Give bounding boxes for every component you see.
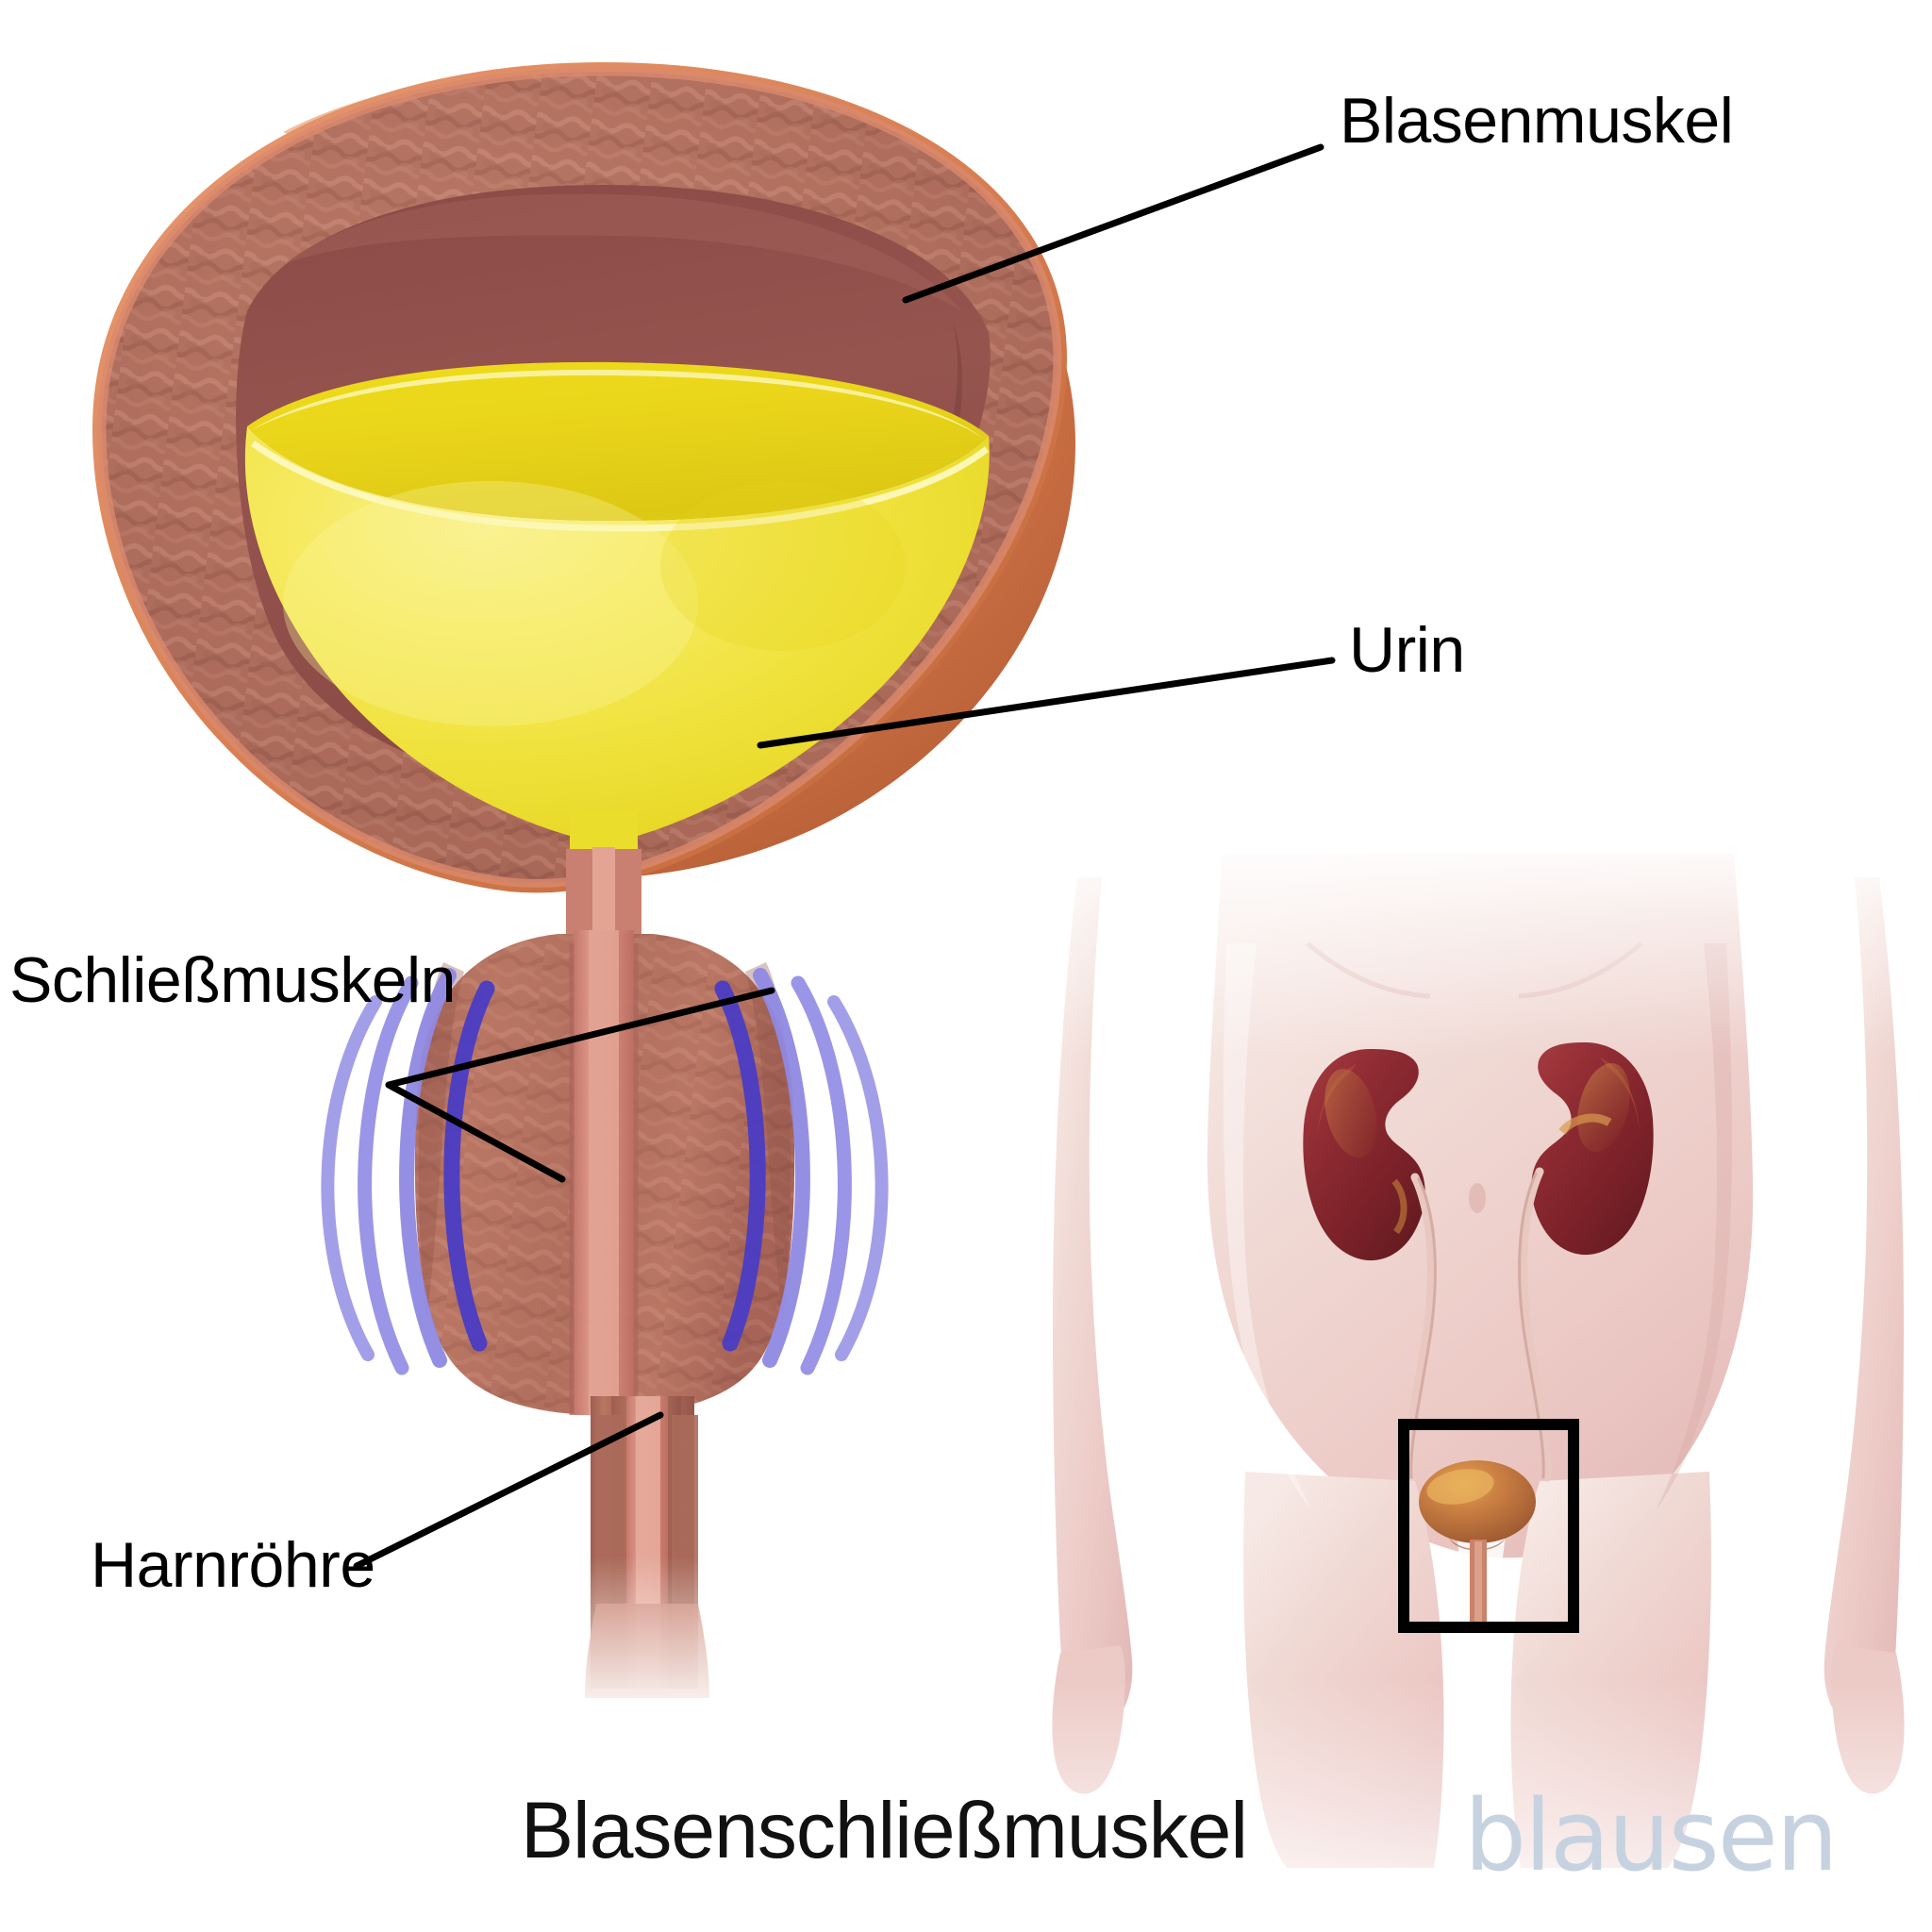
urine-fluid bbox=[244, 361, 990, 898]
callout-box bbox=[1398, 1419, 1579, 1633]
illustration-title: Blasenschließmuskel bbox=[521, 1786, 1248, 1874]
sphincter-contraction-arcs-right bbox=[714, 968, 889, 1375]
leader-harnroehre bbox=[353, 1411, 664, 1570]
right-kidney bbox=[1531, 1042, 1654, 1256]
left-kidney bbox=[1303, 1049, 1425, 1261]
body-overview-inset bbox=[1038, 830, 1924, 1932]
label-harnroehre: Harnröhre bbox=[91, 1529, 375, 1601]
urethra bbox=[557, 1396, 745, 1726]
bladder-neck bbox=[566, 847, 641, 953]
leader-lines bbox=[353, 143, 1336, 1570]
label-schliessmuskeln: Schließmuskeln bbox=[9, 944, 456, 1016]
label-urin: Urin bbox=[1349, 614, 1465, 686]
bladder-cross-section bbox=[92, 61, 1075, 953]
female-torso-figure bbox=[1038, 830, 1924, 1932]
leader-schliessmuskeln-right bbox=[385, 987, 775, 1089]
leader-blasenmuskel bbox=[902, 143, 1324, 304]
sphincter-region bbox=[321, 930, 889, 1726]
blausen-watermark-logo: blausen bbox=[1464, 1778, 1839, 1893]
leader-schliessmuskeln-left bbox=[385, 1081, 566, 1183]
leader-urin bbox=[757, 657, 1336, 749]
inset-bladder bbox=[1419, 1460, 1536, 1624]
sphincter-contraction-arcs-left bbox=[321, 968, 495, 1375]
label-blasenmuskel: Blasenmuskel bbox=[1340, 85, 1734, 157]
